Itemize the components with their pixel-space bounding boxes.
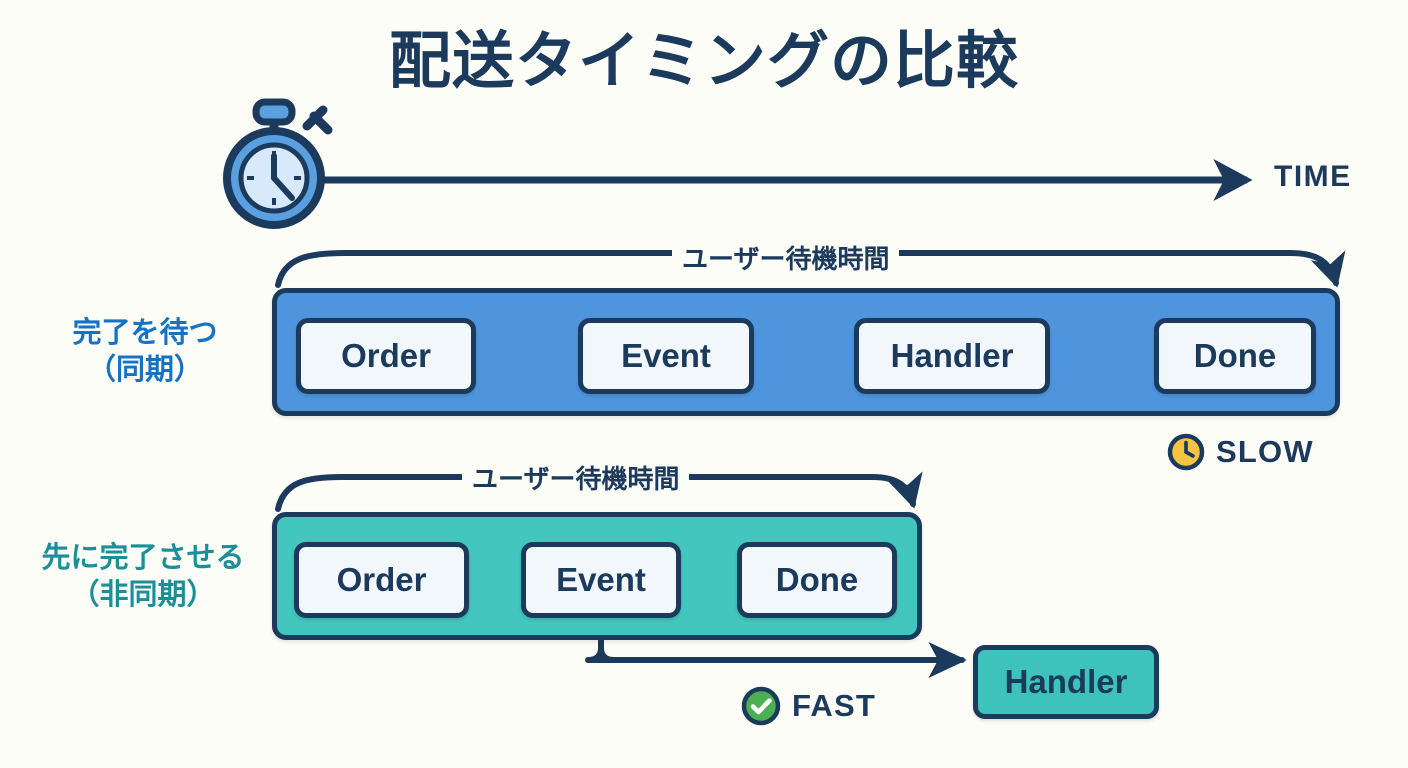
- async-row-label: 先に完了させる （非同期）: [14, 540, 272, 614]
- sync-step-order[interactable]: Order: [296, 318, 476, 394]
- time-axis-label: TIME: [1274, 160, 1352, 193]
- sync-step-handler[interactable]: Handler: [854, 318, 1050, 394]
- slow-badge: SLOW: [1166, 432, 1314, 472]
- sync-step-event[interactable]: Event: [578, 318, 754, 394]
- async-step-done[interactable]: Done: [737, 542, 897, 618]
- async-row-label-line1: 先に完了させる: [41, 542, 245, 574]
- sync-row-label: 完了を待つ （同期）: [30, 315, 260, 389]
- clock-icon: [1167, 433, 1205, 471]
- sync-row-label-line1: 完了を待つ: [72, 317, 218, 349]
- async-step-event[interactable]: Event: [521, 542, 681, 618]
- sync-row-label-line2: （同期）: [86, 354, 203, 387]
- stopwatch-icon: [223, 98, 333, 229]
- sync-bracket-caption: ユーザー待機時間: [672, 239, 900, 276]
- slow-badge-label: SLOW: [1216, 434, 1314, 469]
- async-bracket-caption: ユーザー待機時間: [462, 459, 690, 496]
- async-step-order[interactable]: Order: [294, 542, 469, 618]
- sync-step-done[interactable]: Done: [1154, 318, 1316, 394]
- page-title: 配送タイミングの比較: [388, 27, 1019, 96]
- fast-badge-label: FAST: [792, 688, 877, 723]
- async-row-label-line2: （非同期）: [70, 579, 216, 612]
- async-step-handler-deferred[interactable]: Handler: [973, 645, 1159, 719]
- check-circle-icon: [741, 686, 781, 726]
- fast-badge: FAST: [740, 685, 876, 727]
